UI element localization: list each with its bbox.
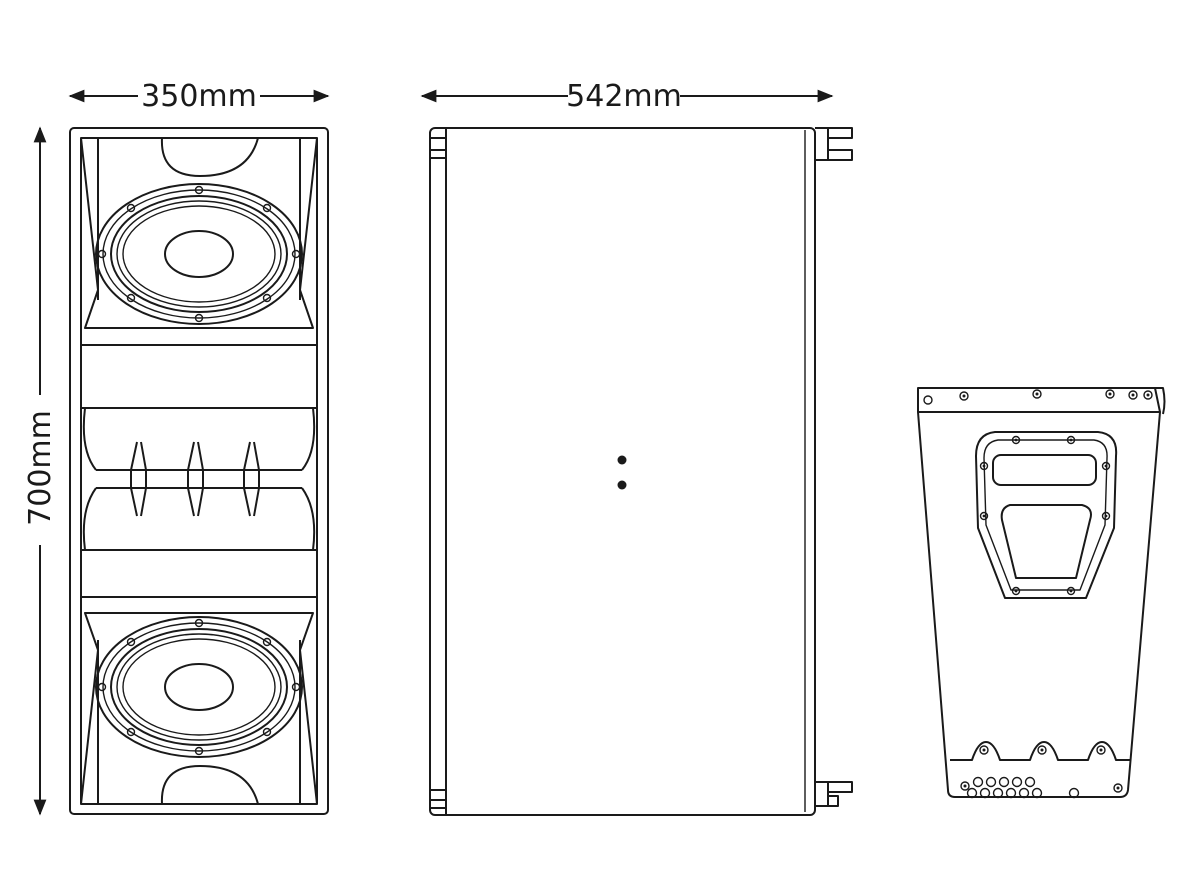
rear-connector-plate (950, 741, 1130, 799)
rear-panel-outline (917, 387, 1161, 798)
upper-waveguide-curve (82, 407, 316, 471)
top-port (160, 137, 259, 177)
front-view (69, 127, 329, 815)
waveguide-fins (130, 441, 260, 517)
side-pin-dot (617, 455, 627, 465)
front-inner-frame (80, 137, 318, 805)
width-dimension-side: 542mm (420, 79, 834, 114)
side-view (429, 127, 853, 816)
bottom-woofer (95, 616, 303, 758)
height-label: 700mm (23, 410, 58, 526)
rear-rigging-tab (1155, 387, 1166, 415)
rear-view (917, 387, 1166, 799)
front-width-label: 350mm (141, 79, 257, 114)
side-pin-dot (617, 480, 627, 490)
side-body (429, 127, 816, 816)
bottom-horn-outline (80, 612, 318, 805)
width-dimension-front: 350mm (68, 79, 330, 114)
bottom-horn-walls (97, 640, 301, 804)
bottom-port (160, 765, 259, 805)
rigging-bracket-top (815, 127, 853, 161)
side-width-label: 542mm (566, 79, 682, 114)
lower-waveguide-curve (82, 487, 316, 551)
height-dimension: 700mm (23, 126, 58, 816)
connector-holes (966, 776, 1080, 799)
top-horn-walls (97, 138, 301, 300)
top-woofer-screws (97, 185, 301, 323)
rear-top-screws (959, 389, 1153, 401)
front-outer-frame (69, 127, 329, 815)
top-woofer (95, 183, 303, 325)
bottom-woofer-screws (97, 618, 301, 756)
top-horn-outline (80, 137, 318, 329)
rear-handle (975, 431, 1118, 599)
rigging-bracket-bottom (815, 781, 853, 807)
